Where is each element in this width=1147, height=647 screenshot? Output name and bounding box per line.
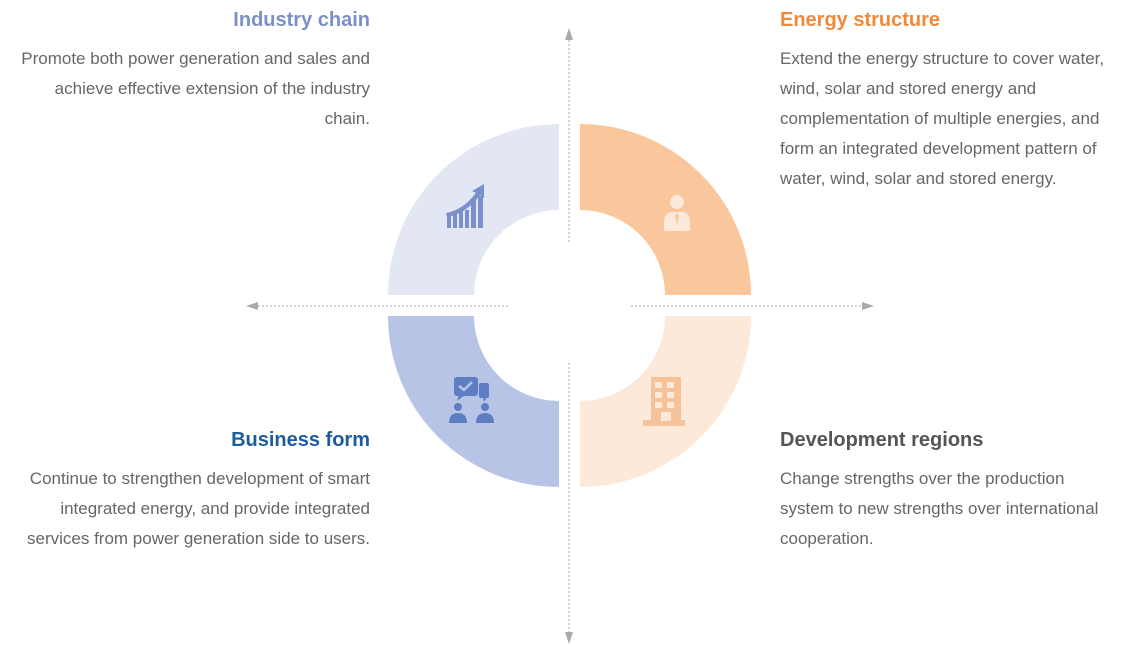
- quadrant-industry-chain: Industry chain Promote both power genera…: [10, 8, 370, 134]
- person-icon: [664, 195, 690, 231]
- discussion-icon: [449, 377, 494, 423]
- quadrant-development-regions: Development regions Change strengths ove…: [780, 428, 1120, 554]
- quadrant-description: Extend the energy structure to cover wat…: [780, 49, 1105, 188]
- building-icon: [643, 377, 685, 426]
- quadrant-description: Continue to strengthen development of sm…: [27, 469, 370, 548]
- segment-energy-structure: [580, 124, 751, 295]
- arrow-down-icon: [565, 632, 573, 644]
- quadrant-business-form: Business form Continue to strengthen dev…: [10, 428, 370, 554]
- quadrant-title: Industry chain: [233, 9, 370, 31]
- segment-business-form: [388, 316, 559, 487]
- axes: [246, 28, 874, 644]
- quadrant-description: Change strengths over the production sys…: [780, 469, 1099, 548]
- quadrant-energy-structure: Energy structure Extend the energy struc…: [780, 8, 1120, 194]
- quadrant-title: Energy structure: [780, 9, 941, 31]
- arrow-left-icon: [246, 302, 258, 310]
- quadrant-title: Development regions: [780, 429, 984, 451]
- rising-chart-icon: [446, 184, 484, 228]
- quadrant-description: Promote both power generation and sales …: [21, 49, 370, 128]
- arrow-right-icon: [862, 302, 874, 310]
- arrow-up-icon: [565, 28, 573, 40]
- quadrant-title: Business form: [231, 429, 370, 451]
